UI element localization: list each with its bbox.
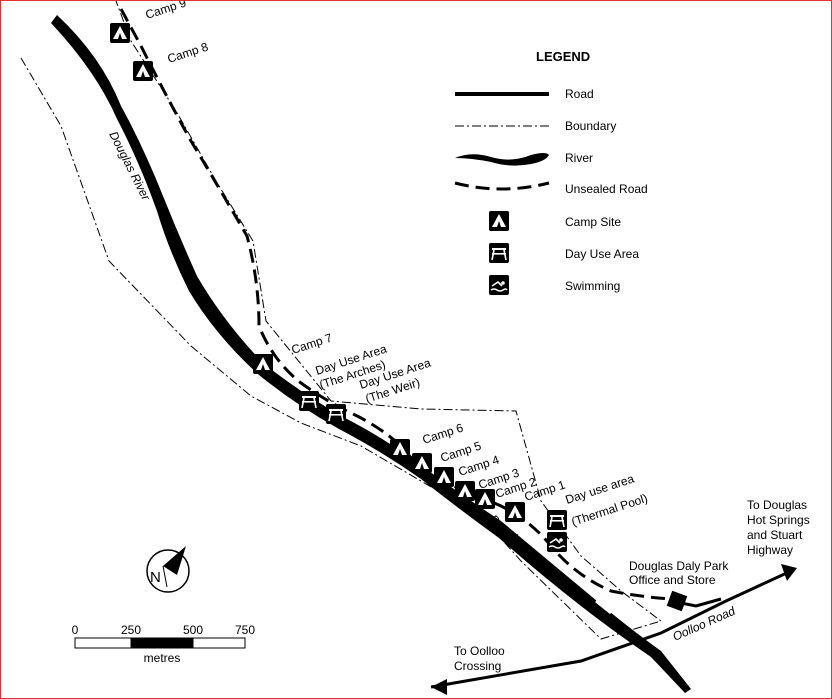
camp-7-icon: [253, 354, 273, 374]
legend: LEGEND Road Boundary River Unsealed Road…: [454, 49, 648, 296]
camp-5-icon: [412, 453, 432, 473]
oolloo-crossing-label-line1: To Oolloo: [454, 644, 505, 658]
legend-camp-label: Camp Site: [565, 215, 621, 229]
scale-tick-500: 500: [183, 623, 203, 637]
camp-4-icon: [434, 467, 454, 487]
camp-8-label: Camp 8: [166, 39, 211, 65]
north-arrow-label: N: [150, 569, 161, 586]
camp-9-label: Camp 9: [144, 1, 189, 22]
camp-3-icon: [455, 481, 475, 501]
highway-label-line1: To Douglas: [747, 498, 807, 512]
road-arrow-west: [431, 679, 447, 695]
scale-unit: metres: [144, 651, 181, 665]
legend-boundary-label: Boundary: [565, 119, 616, 133]
legend-river-label: River: [565, 151, 593, 165]
legend-swim-label: Swimming: [565, 279, 620, 293]
camp-7-label: Camp 7: [290, 330, 335, 356]
camp-9-icon: [110, 23, 130, 43]
office-label-line1: Douglas Daly Park: [629, 559, 729, 573]
highway-label-line2: Hot Springs: [747, 513, 810, 527]
legend-title: LEGEND: [536, 49, 590, 64]
scale-tick-0: 0: [72, 623, 79, 637]
camp-1-icon: [505, 502, 525, 522]
highway-label-line4: Highway: [747, 543, 793, 557]
legend-picnic-table-icon: [488, 242, 510, 264]
office-label-line2: Office and Store: [629, 573, 716, 587]
camp-2-icon: [475, 489, 495, 509]
legend-road-label: Road: [565, 87, 594, 101]
camp-6-label: Camp 6: [421, 420, 466, 446]
highway-label-line3: and Stuart: [747, 528, 803, 542]
oolloo-crossing-label-line2: Crossing: [454, 659, 501, 673]
camp-8-icon: [133, 61, 153, 81]
north-arrow-icon: N: [146, 546, 190, 593]
thermal-pool-swim-icon: [546, 531, 568, 553]
park-boundary: [20, 1, 663, 640]
scale-tick-250: 250: [121, 623, 141, 637]
legend-unsealed-label: Unsealed Road: [565, 182, 648, 196]
scale-tick-750: 750: [235, 623, 255, 637]
arches-day-use-icon: [298, 390, 320, 412]
road-arrow-east: [781, 564, 797, 581]
legend-river-swatch: [455, 153, 549, 166]
legend-tent-icon: [489, 211, 509, 231]
office-store-marker: [666, 590, 688, 612]
legend-unsealed-swatch: [454, 181, 550, 191]
scale-bar: 0 250 500 750 metres: [72, 623, 256, 665]
main-road: [430, 569, 792, 689]
legend-swimmer-icon: [488, 274, 510, 296]
legend-dayuse-label: Day Use Area: [565, 247, 639, 261]
weir-day-use-icon: [325, 403, 347, 425]
thermal-pool-day-use-icon: [546, 509, 568, 531]
camp-6-icon: [390, 439, 410, 459]
